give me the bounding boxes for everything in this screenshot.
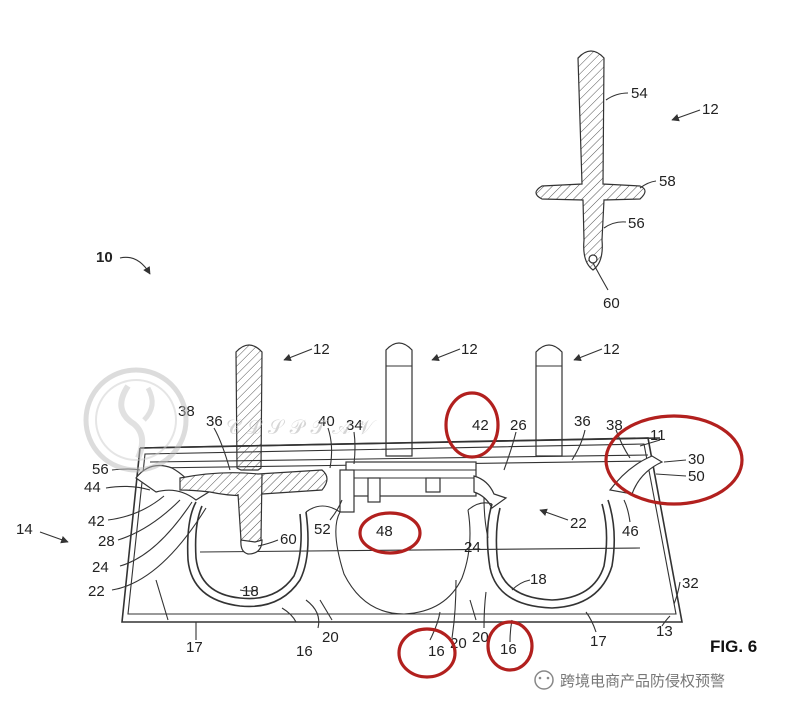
label-11: 11 — [650, 427, 666, 444]
label-24-left: 24 — [92, 559, 109, 576]
label-12-middle: 12 — [461, 341, 478, 358]
label-17-right: 17 — [590, 633, 607, 650]
label-12-exploded: 12 — [702, 101, 719, 118]
assembled-sticks — [235, 342, 563, 471]
svg-text:𝒞 ℒ 𝒮 𝒫 𝒯 𝒜 𝒱: 𝒞 ℒ 𝒮 𝒫 𝒯 𝒜 𝒱 — [226, 415, 377, 439]
label-16-right: 16 — [500, 641, 517, 658]
label-54: 54 — [631, 85, 648, 102]
wechat-tag: 跨境电商产品防侵权预警 — [534, 670, 725, 690]
label-42-top: 42 — [472, 417, 489, 434]
label-32: 32 — [682, 575, 699, 592]
label-42-left: 42 — [88, 513, 105, 530]
exploded-stick-leaders — [592, 92, 701, 291]
label-16-middle: 16 — [428, 643, 445, 660]
tray-body — [121, 437, 683, 623]
label-12-right: 12 — [603, 341, 620, 358]
label-60-exploded: 60 — [603, 295, 620, 312]
label-48: 48 — [376, 523, 393, 540]
highlight-48 — [358, 511, 422, 555]
watermark-emblem — [83, 367, 189, 473]
label-52: 52 — [314, 521, 331, 538]
label-20-left: 20 — [322, 629, 339, 646]
highlight-42 — [444, 391, 500, 459]
label-38-right: 38 — [606, 417, 623, 434]
watermark-faint-text: 𝒞 ℒ 𝒮 𝒫 𝒯 𝒜 𝒱 — [226, 415, 377, 439]
label-22-left: 22 — [88, 583, 105, 600]
label-18-left: 18 — [242, 583, 259, 600]
label-14: 14 — [16, 521, 33, 538]
label-16-left: 16 — [296, 643, 313, 660]
label-56-exploded: 56 — [628, 215, 645, 232]
highlight-30-50 — [604, 414, 744, 506]
label-40: 40 — [318, 413, 335, 430]
highlight-circles — [358, 391, 744, 679]
label-18-right: 18 — [530, 571, 547, 588]
label-22-right: 22 — [570, 515, 587, 532]
label-13: 13 — [656, 623, 673, 640]
label-60-tray: 60 — [280, 531, 297, 548]
label-10: 10 — [96, 249, 113, 266]
figure-caption: FIG. 6 — [710, 637, 757, 656]
label-17-left: 17 — [186, 639, 203, 656]
label-50-right: 50 — [688, 468, 705, 485]
label-36-left: 36 — [206, 413, 223, 430]
label-58: 58 — [659, 173, 676, 190]
label-12-left: 12 — [313, 341, 330, 358]
label-30: 30 — [688, 451, 705, 468]
label-56-tray: 56 — [92, 461, 109, 478]
label-34: 34 — [346, 417, 363, 434]
highlight-16-right — [486, 620, 534, 672]
label-24-middle: 24 — [464, 539, 481, 556]
label-46: 46 — [622, 523, 639, 540]
label-36-right: 36 — [574, 413, 591, 430]
label-20-right: 20 — [472, 629, 489, 646]
wechat-account-name: 跨境电商产品防侵权预警 — [560, 672, 725, 690]
exploded-stick — [535, 50, 646, 271]
tray-leaders — [39, 427, 687, 643]
label-44: 44 — [84, 479, 101, 496]
highlight-16-middle — [397, 627, 457, 679]
wechat-icon — [534, 670, 554, 690]
label-26: 26 — [510, 417, 527, 434]
label-28: 28 — [98, 533, 115, 550]
